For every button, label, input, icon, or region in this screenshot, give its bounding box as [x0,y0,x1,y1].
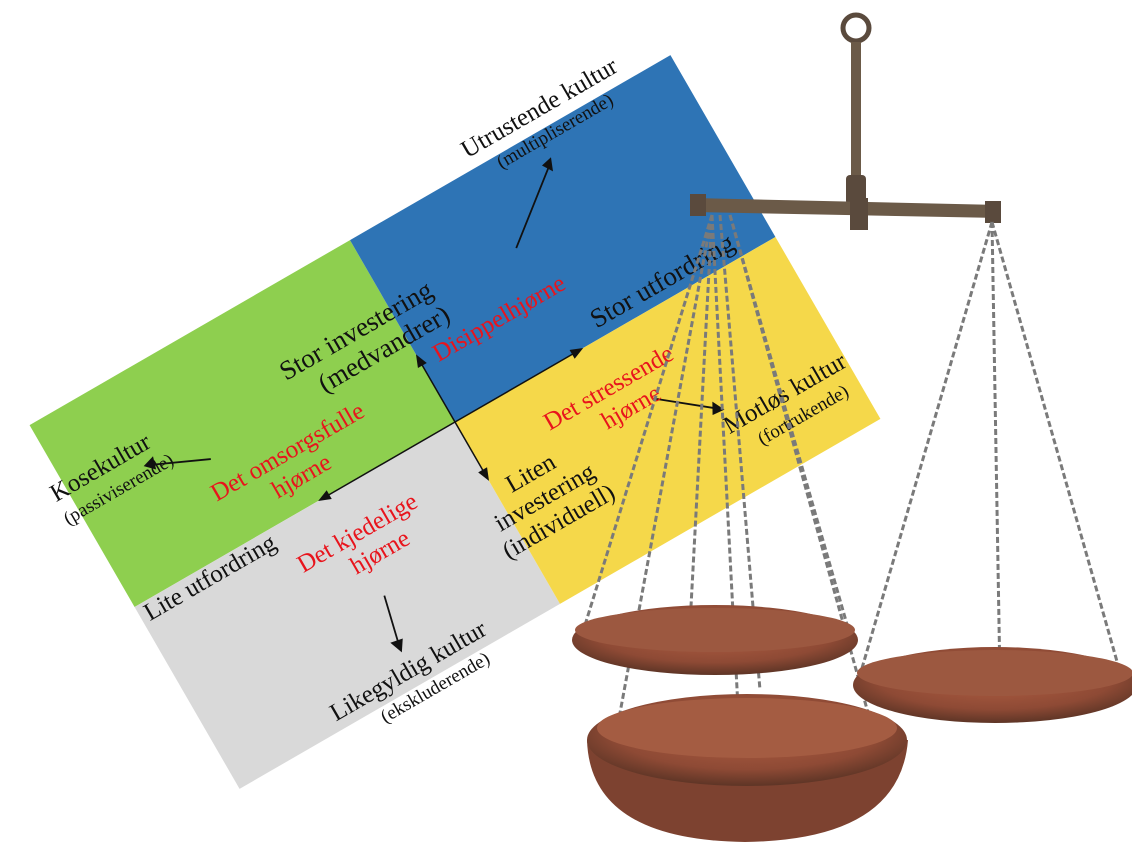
culture-arrows [143,157,725,653]
balance-scale-icon [572,12,1132,842]
quadrant-blue [350,55,776,422]
axis-arrows [318,347,584,502]
quadrant-grey [134,421,560,789]
quadrant-yellow [455,237,881,604]
quadrant-green [29,240,455,607]
